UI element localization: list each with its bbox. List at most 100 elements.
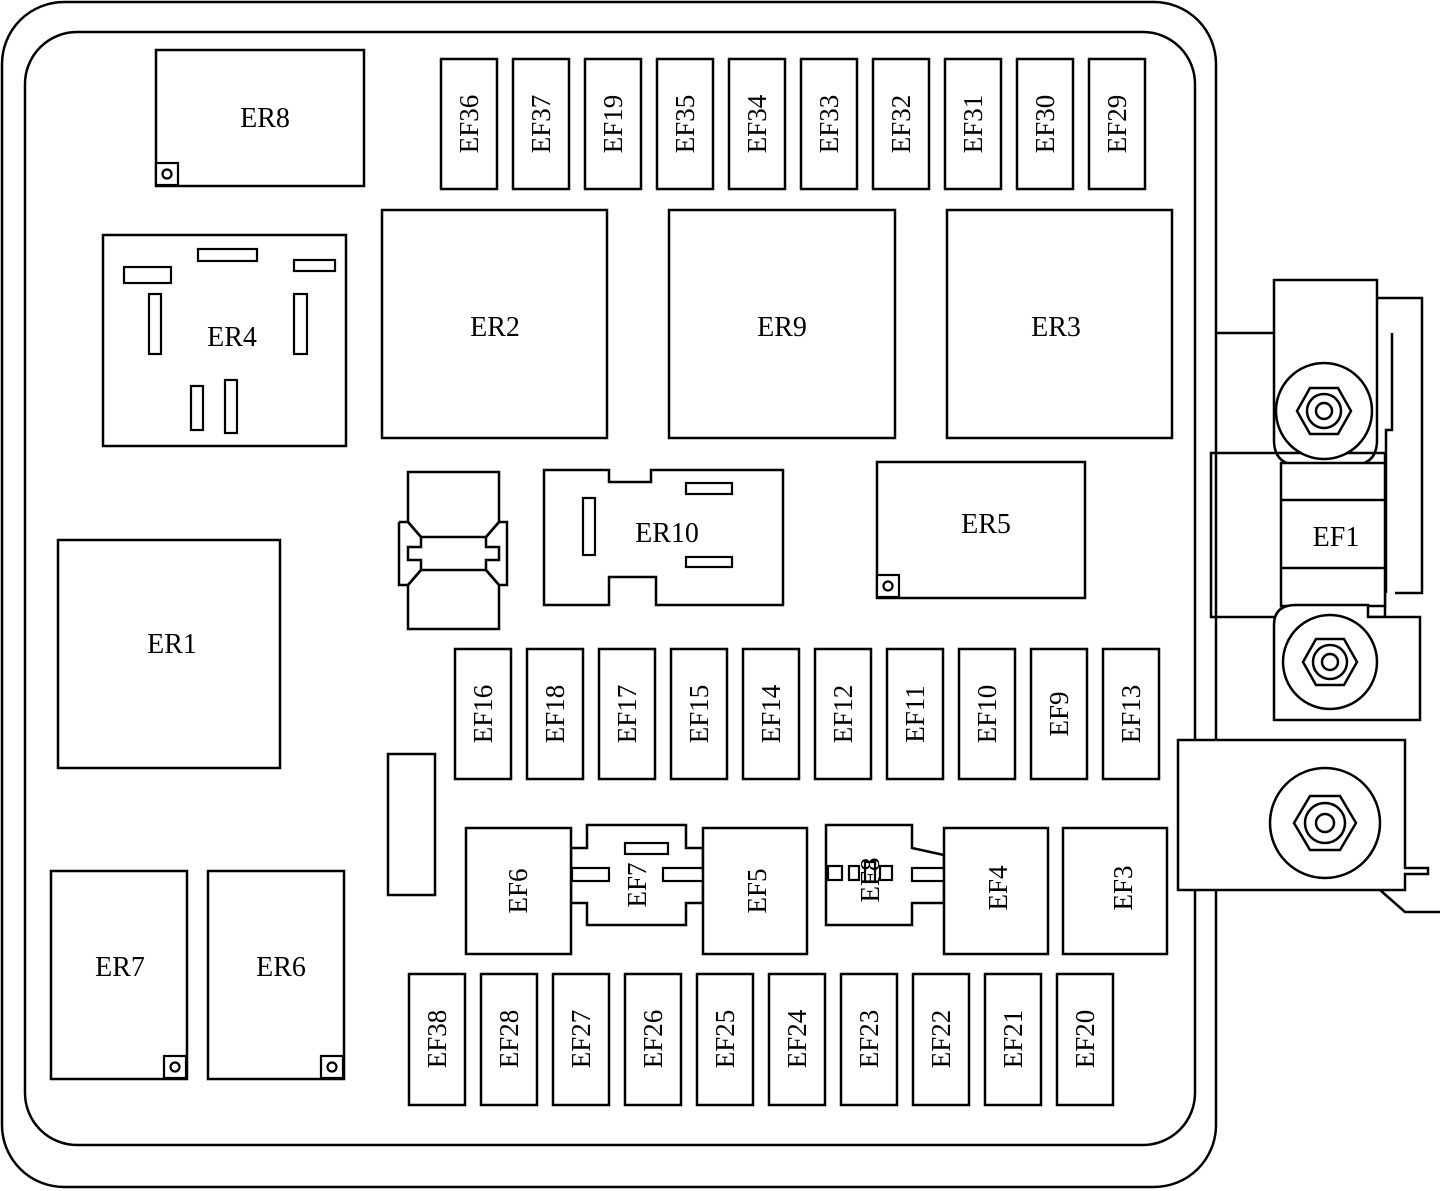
large-fuse-row: EF7 EF6 EF5 EF8 EF4 EF3 — [464, 823, 1169, 956]
fuse-ef29[interactable]: EF29 — [1087, 57, 1147, 191]
fuse-label: EF12 — [828, 685, 858, 744]
fuse-label: EF27 — [566, 1010, 596, 1069]
relay-er8-label: ER8 — [240, 103, 290, 134]
fuse-ef11[interactable]: EF11 — [885, 647, 945, 781]
fuse-label: EF17 — [612, 685, 642, 744]
fuse-ef31[interactable]: EF31 — [943, 57, 1003, 191]
fuse-label: EF15 — [684, 685, 714, 744]
fuse-ef12[interactable]: EF12 — [813, 647, 873, 781]
relay-er1[interactable]: ER1 — [56, 538, 282, 770]
fuse-label: EF33 — [814, 95, 844, 154]
fuse-label: EF38 — [422, 1010, 452, 1069]
fuse-ef38[interactable]: EF38 — [407, 972, 467, 1107]
fuse-ef3-label: EF3 — [1108, 865, 1138, 910]
fuse-ef22[interactable]: EF22 — [911, 972, 971, 1107]
fuse-ef18[interactable]: EF18 — [525, 647, 585, 781]
fuse-label: EF32 — [886, 95, 916, 154]
relay-er2[interactable]: ER2 — [380, 208, 609, 440]
relay-er2-label: ER2 — [470, 312, 520, 343]
relay-er6-label: ER6 — [256, 952, 306, 983]
relay-er9[interactable]: ER9 — [667, 208, 897, 440]
fuse-ef35[interactable]: EF35 — [655, 57, 715, 191]
fuse-ef10[interactable]: EF10 — [957, 647, 1017, 781]
fuse-ef3[interactable]: EF3 — [1061, 826, 1169, 956]
relay-er3[interactable]: ER3 — [945, 208, 1174, 440]
fuse-label: EF35 — [670, 95, 700, 154]
fuse-ef6-label: EF6 — [503, 868, 533, 913]
fuse-label: EF9 — [1044, 691, 1074, 736]
fuse-ef7-label: EF7 — [622, 862, 652, 907]
fuse-label: EF29 — [1102, 95, 1132, 154]
fuse-ef6[interactable]: EF6 — [464, 826, 573, 956]
fuse-label: EF18 — [540, 685, 570, 744]
fuse-ef4-label: EF4 — [983, 865, 1013, 911]
relay-er5[interactable]: ER5 — [875, 460, 1087, 600]
fuse-label: EF34 — [742, 94, 772, 153]
fuse-label: EF31 — [958, 95, 988, 154]
fuse-ef16[interactable]: EF16 — [453, 647, 513, 781]
terminal-nut-icon — [1274, 361, 1374, 461]
fuse-label: EF13 — [1116, 685, 1146, 744]
fuse-ef30[interactable]: EF30 — [1015, 57, 1075, 191]
relay-er10-label: ER10 — [635, 518, 699, 549]
fuse-ef5-label: EF5 — [742, 868, 772, 913]
fuse-ef27[interactable]: EF27 — [551, 972, 611, 1107]
relay-er7[interactable]: ER7 — [49, 869, 189, 1081]
bottom-fuse-row: EF38 EF28 EF27 EF26 EF25 EF24 EF23 EF22 … — [407, 972, 1115, 1107]
terminal-nut-icon — [1268, 766, 1382, 880]
fuse-ef23[interactable]: EF23 — [839, 972, 899, 1107]
relay-er9-label: ER9 — [757, 312, 807, 343]
fuse-ef36[interactable]: EF36 — [439, 57, 499, 191]
fuse-label: EF16 — [468, 685, 498, 744]
fuse-label: EF19 — [598, 95, 628, 154]
fuse-label: EF24 — [782, 1009, 812, 1068]
fuse-ef7[interactable]: EF7 — [569, 823, 705, 927]
housing-outer — [0, 0, 1218, 1189]
fuse-ef34[interactable]: EF34 — [727, 57, 787, 191]
relay-er10[interactable]: ER10 — [542, 468, 785, 607]
fuse-ef14[interactable]: EF14 — [741, 647, 801, 781]
fuse-label: EF36 — [454, 95, 484, 154]
fuse-label: EF11 — [900, 685, 930, 743]
fuse-ef26[interactable]: EF26 — [623, 972, 683, 1107]
fuse-label: EF20 — [1070, 1010, 1100, 1069]
relay-er8[interactable]: ER8 — [154, 48, 366, 188]
fuse-ef17[interactable]: EF17 — [597, 647, 657, 781]
top-fuse-row: EF36 EF37 EF19 EF35 EF34 EF33 EF32 EF31 … — [439, 57, 1147, 191]
fuse-ef15[interactable]: EF15 — [669, 647, 729, 781]
fuse-ef8-label: EF8 — [855, 857, 885, 902]
fuse-label: EF30 — [1030, 95, 1060, 154]
main-fuse-assembly: EF1 — [1176, 278, 1440, 914]
relay-er3-label: ER3 — [1031, 312, 1081, 343]
terminal-nut-icon — [1281, 613, 1379, 711]
fuse-ef1-label: EF1 — [1313, 522, 1360, 553]
fuse-ef9[interactable]: EF9 — [1029, 647, 1089, 781]
fuse-ef37[interactable]: EF37 — [511, 57, 571, 191]
connector-clip — [397, 470, 509, 631]
fuse-ef32[interactable]: EF32 — [871, 57, 931, 191]
fuse-ef25[interactable]: EF25 — [695, 972, 755, 1107]
fuse-ef4[interactable]: EF4 — [942, 826, 1050, 956]
relay-er7-label: ER7 — [95, 952, 145, 983]
fuse-label: EF21 — [998, 1010, 1028, 1069]
fuse-ef8[interactable]: EF8 — [824, 823, 946, 927]
fuse-ef28[interactable]: EF28 — [479, 972, 539, 1107]
fuse-ef19[interactable]: EF19 — [583, 57, 643, 191]
fuse-ef24[interactable]: EF24 — [767, 972, 827, 1107]
relay-er4[interactable]: ER4 — [101, 233, 348, 448]
housing-inner — [23, 30, 1197, 1147]
middle-fuse-row: EF16 EF18 EF17 EF15 EF14 EF12 EF11 EF10 … — [453, 647, 1161, 781]
fuse-label: EF25 — [710, 1010, 740, 1069]
fuse-label: EF23 — [854, 1010, 884, 1069]
fuse-label: EF26 — [638, 1010, 668, 1069]
fuse-label: EF28 — [494, 1010, 524, 1069]
fuse-label: EF22 — [926, 1010, 956, 1069]
fuse-ef13[interactable]: EF13 — [1101, 647, 1161, 781]
relay-er6[interactable]: ER6 — [206, 869, 346, 1081]
fuse-ef5[interactable]: EF5 — [701, 826, 809, 956]
fuse-ef21[interactable]: EF21 — [983, 972, 1043, 1107]
fuse-ef33[interactable]: EF33 — [799, 57, 859, 191]
fuse-ef1[interactable]: EF1 — [1313, 522, 1360, 553]
fuse-ef20[interactable]: EF20 — [1055, 972, 1115, 1107]
